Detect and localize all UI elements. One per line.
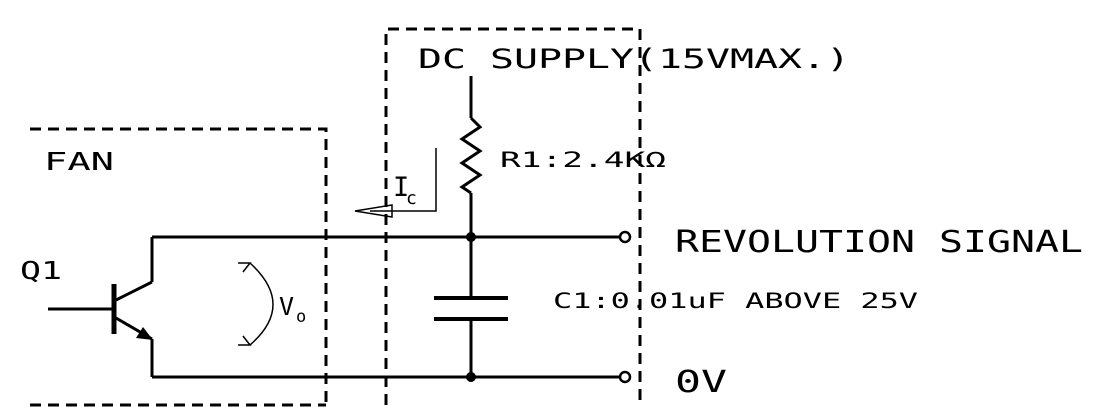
emitter-arrow (136, 327, 153, 340)
revolution-signal-terminal (618, 230, 632, 244)
ic-bracket (392, 148, 437, 212)
ic-label: I (393, 172, 409, 203)
fan-label: FAN (44, 147, 114, 176)
vo-arc-arrow-bottom (238, 335, 252, 346)
dc-supply-label: DC SUPPLY(15VMAX.) (418, 44, 850, 75)
c1-label: C1:0.01uF ABOVE 25V (553, 289, 919, 313)
vo-voltage-arc (249, 262, 274, 346)
q1-label: Q1 (20, 256, 62, 285)
resistor-r1 (459, 116, 483, 195)
fan-boundary (30, 127, 328, 405)
zero-v-label: 0V (675, 365, 727, 400)
revolution-signal-label: REVOLUTION SIGNAL (675, 225, 1083, 260)
vo-label: V (279, 292, 294, 321)
dc-supply-boundary (384, 27, 642, 405)
collector-lead (115, 280, 153, 302)
ic-subscript: c (406, 188, 417, 209)
vo-subscript: o (296, 307, 306, 327)
ic-arrow-head (354, 204, 393, 218)
ground-node (466, 372, 476, 382)
zero-v-terminal (618, 370, 632, 384)
vo-arc-arrow-top (238, 262, 252, 273)
r1-label: R1:2.4KΩ (500, 148, 666, 172)
